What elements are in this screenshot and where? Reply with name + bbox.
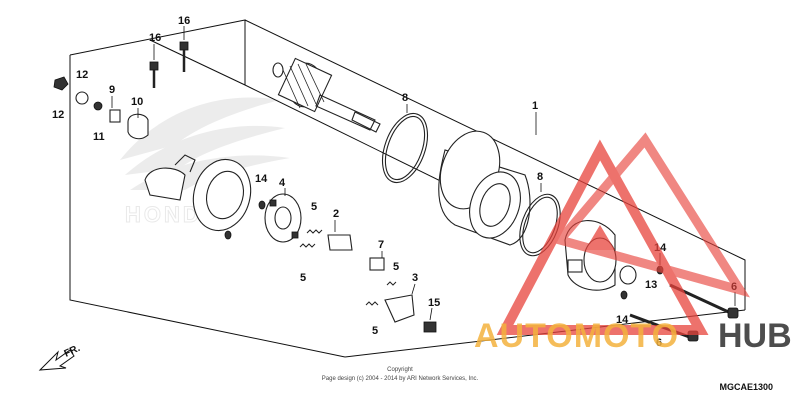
callout-14c: 14: [616, 314, 629, 326]
callout-12b: 12: [52, 109, 64, 121]
callout-2: 2: [333, 208, 339, 220]
brand-text-automoto: AUTOMOTO: [474, 317, 679, 355]
mountain-logo-icon: [496, 132, 751, 335]
brush-holder: [258, 193, 302, 243]
callout-10: 10: [131, 96, 143, 108]
callout-5c: 5: [393, 261, 399, 273]
bolts-16: [149, 41, 189, 88]
callout-6b: 6: [656, 337, 662, 349]
callout-7: 7: [378, 239, 384, 251]
diagram-code: MGCAE1300: [719, 382, 773, 392]
small-hardware-left: [53, 76, 149, 140]
callout-8b: 8: [537, 171, 543, 183]
callout-5b: 5: [300, 272, 306, 284]
callout-8a: 8: [402, 92, 408, 104]
armature: [272, 57, 381, 133]
callout-12a: 12: [76, 69, 88, 81]
automotohub-logo: AUTOMOTO HUB: [474, 132, 792, 355]
brush-parts: [224, 230, 437, 333]
arrow-icon: [38, 349, 75, 371]
direction-label: FR.: [63, 343, 82, 360]
callout-11: 11: [93, 131, 105, 143]
callout-13: 13: [645, 279, 657, 291]
front-cover: [144, 154, 252, 232]
callout-5a: 5: [311, 201, 317, 213]
o-ring-13: [619, 265, 637, 285]
callout-14a: 14: [255, 173, 268, 185]
callout-16a: 16: [149, 32, 161, 44]
brand-text-hub: HUB: [718, 317, 792, 355]
callout-4: 4: [279, 177, 286, 189]
callout-3: 3: [412, 272, 418, 284]
callout-5d: 5: [372, 325, 378, 337]
front-direction-indicator: FR.: [38, 343, 82, 371]
copyright-line-2: Page design (c) 2004 - 2014 by ARI Netwo…: [322, 376, 479, 382]
callout-9: 9: [109, 84, 115, 96]
callout-1: 1: [532, 100, 538, 112]
copyright-line-1: Copyright: [387, 367, 413, 373]
callout-15: 15: [428, 297, 440, 309]
o-ring-left: [381, 112, 429, 184]
callout-16b: 16: [178, 15, 190, 27]
motor-case: [438, 130, 531, 246]
springs: [299, 229, 397, 306]
